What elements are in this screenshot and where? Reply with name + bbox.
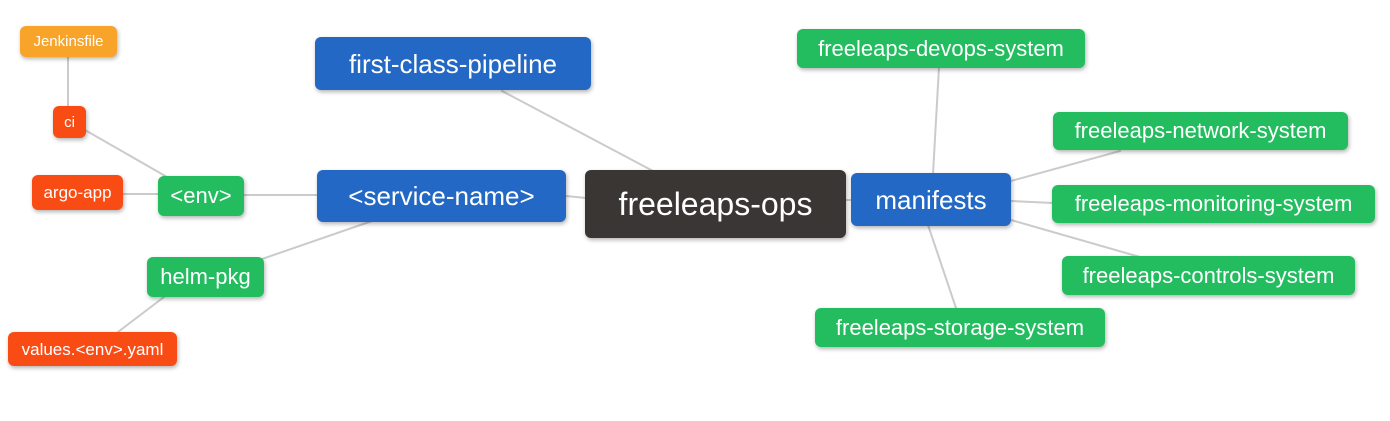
node-first-class-pipeline[interactable]: first-class-pipeline xyxy=(315,37,591,90)
node-argo-app[interactable]: argo-app xyxy=(32,175,123,210)
node-jenkinsfile[interactable]: Jenkinsfile xyxy=(20,26,117,57)
node-manifests[interactable]: manifests xyxy=(851,173,1011,226)
node-service-name[interactable]: <service-name> xyxy=(317,170,566,222)
node-ci[interactable]: ci xyxy=(53,106,86,138)
node-freeleaps-monitoring-system[interactable]: freeleaps-monitoring-system xyxy=(1052,185,1375,223)
node-freeleaps-storage-system[interactable]: freeleaps-storage-system xyxy=(815,308,1105,347)
node-freeleaps-ops[interactable]: freeleaps-ops xyxy=(585,170,846,238)
node-freeleaps-network-system[interactable]: freeleaps-network-system xyxy=(1053,112,1348,150)
node-values-env-yaml[interactable]: values.<env>.yaml xyxy=(8,332,177,366)
node-freeleaps-controls-system[interactable]: freeleaps-controls-system xyxy=(1062,256,1355,295)
node-env[interactable]: <env> xyxy=(158,176,244,216)
node-helm-pkg[interactable]: helm-pkg xyxy=(147,257,264,297)
node-freeleaps-devops-system[interactable]: freeleaps-devops-system xyxy=(797,29,1085,68)
